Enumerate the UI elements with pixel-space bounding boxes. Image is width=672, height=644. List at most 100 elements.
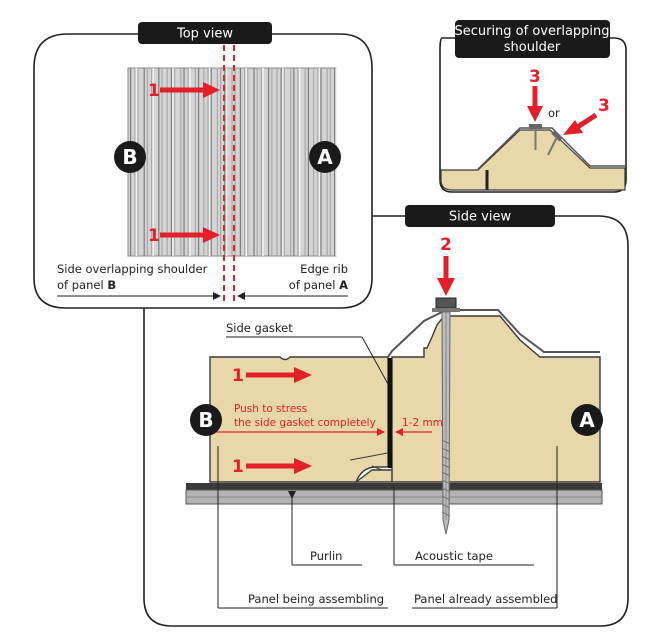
- or-text: or: [548, 106, 560, 120]
- panel-top-rib: [247, 68, 249, 256]
- panel-top-rib: [220, 68, 222, 256]
- panel-top-rib: [244, 68, 246, 256]
- svg-text:A: A: [579, 408, 595, 432]
- screw: [432, 297, 460, 535]
- caption-shoulder-line1: Side overlapping shoulder: [57, 262, 208, 276]
- panel-top-highlight: [298, 68, 301, 256]
- panel-top-highlight: [172, 68, 174, 256]
- screw-arrow: 2: [437, 235, 455, 296]
- panel-assembled-label: Panel already assembled: [414, 592, 557, 606]
- panel-top-rib: [297, 68, 299, 256]
- panel-top-pattern: [127, 67, 337, 257]
- panel-top-rib: [158, 68, 160, 256]
- panel-top-rib: [234, 68, 236, 256]
- securing-frame: [439, 37, 627, 193]
- side-view-section: Side view 2: [185, 205, 603, 609]
- side-arrow-1-upper: 1: [232, 366, 312, 386]
- panel-top-rib: [170, 68, 172, 256]
- panel-top-rib: [210, 68, 212, 256]
- push-text-line2: the side gasket completely: [234, 417, 376, 429]
- tongue-detail-2: [371, 465, 392, 471]
- securing-screw-side: [547, 130, 563, 156]
- leader-panel-assembled: [412, 446, 558, 609]
- acoustic-tape-label: Acoustic tape: [415, 549, 493, 563]
- panel-top-highlight: [152, 68, 154, 256]
- securing-arrow-label-left: 3: [529, 67, 541, 87]
- panel-top-rib: [216, 68, 218, 256]
- securing-section: Securing of overlapping shoulder 3 or 3: [439, 20, 627, 193]
- securing-title-line1: Securing of overlapping: [454, 24, 609, 39]
- caption-shoulder-line2: of panel B: [57, 278, 116, 292]
- panel-top-rib: [231, 68, 233, 256]
- top-arrow-1-lower: 1: [148, 226, 220, 246]
- securing-panel: [440, 129, 626, 191]
- securing-title-line2: shoulder: [504, 40, 561, 55]
- panel-top-rib: [280, 68, 282, 256]
- side-badge-b: B: [190, 404, 222, 436]
- top-arrow-1-upper: 1: [148, 81, 220, 101]
- top-badge-a: A: [309, 141, 341, 173]
- panel-top-rib: [268, 68, 270, 256]
- leader-acoustic-tape: [393, 486, 534, 566]
- top-view-title: Top view: [176, 27, 233, 42]
- top-view-frame: [33, 33, 373, 309]
- top-badge-b: B: [114, 141, 146, 173]
- securing-shoulder-sheet: [477, 127, 625, 170]
- side-view-title: Side view: [449, 210, 512, 225]
- panel-top-rib: [260, 68, 262, 256]
- panel-top-highlight: [189, 68, 191, 256]
- screw-label: 2: [440, 235, 452, 255]
- side-gasket-leader: [361, 336, 389, 385]
- side-gasket-label: Side gasket: [226, 321, 293, 335]
- panel-top-rib: [187, 68, 189, 256]
- panel-top-rib: [183, 68, 185, 256]
- panel-top-rib: [198, 68, 200, 256]
- panel-top-highlight: [245, 68, 247, 256]
- side-arrow-label-upper: 1: [232, 366, 244, 386]
- gap-label: 1-2 mm: [402, 417, 443, 429]
- push-text-line1: Push to stress: [234, 403, 307, 415]
- svg-text:A: A: [317, 145, 333, 169]
- top-view-title-pill: Top view: [138, 22, 272, 44]
- panel-top-rib: [207, 68, 209, 256]
- securing-arrow-label-right: 3: [598, 96, 610, 116]
- top-view-section: Top view 1 1 B A Side overlapping should: [33, 22, 373, 309]
- caption-edge-rib-line2: of panel A: [289, 278, 348, 292]
- securing-arrow-diagonal: 3: [563, 96, 610, 135]
- panel-top-rib: [271, 68, 273, 256]
- securing-screw-top: [529, 124, 542, 150]
- leader-panel-assembling: [217, 446, 388, 609]
- leader-purlin: [288, 491, 362, 566]
- panel-top-highlight: [262, 68, 264, 256]
- overlap-shoulder-sheet: [387, 309, 600, 358]
- panel-top-rib: [224, 68, 226, 256]
- panel-top-rib: [276, 68, 278, 256]
- panel-top-rib: [256, 68, 258, 256]
- side-view-title-pill: Side view: [405, 205, 555, 227]
- top-arrow-label-upper: 1: [148, 81, 160, 101]
- caption-edge-rib-line1: Edge rib: [300, 262, 348, 276]
- panel-top-rib: [180, 68, 182, 256]
- panel-top-rib: [146, 68, 148, 256]
- panel-top-rib: [293, 68, 295, 256]
- panel-top-rib: [151, 68, 153, 256]
- panel-top-rib: [304, 68, 306, 256]
- panel-top-rib: [194, 68, 196, 256]
- top-arrow-label-lower: 1: [148, 226, 160, 246]
- securing-title-pill: Securing of overlapping shoulder: [454, 20, 610, 58]
- svg-text:B: B: [122, 145, 137, 169]
- panel-top-highlight: [282, 68, 284, 256]
- panel-top-rib: [290, 68, 292, 256]
- panel-top-rib: [174, 68, 176, 256]
- svg-text:B: B: [198, 408, 213, 432]
- panel-assembling-label: Panel being assembling: [248, 592, 384, 606]
- side-badge-a: A: [571, 404, 603, 436]
- panel-top-rib: [203, 68, 205, 256]
- panel-top-rib: [307, 68, 309, 256]
- panel-top-rib: [166, 68, 168, 256]
- panel-a-body: [353, 315, 601, 483]
- panel-top-highlight: [208, 68, 211, 256]
- side-view-frame: [143, 215, 629, 627]
- side-arrow-1-lower: 1: [232, 457, 312, 477]
